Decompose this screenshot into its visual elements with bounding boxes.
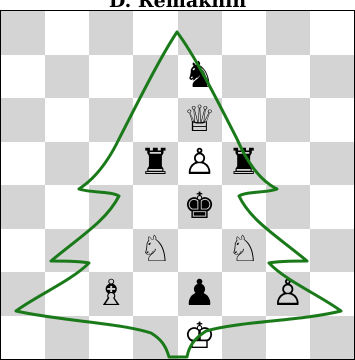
square-b5[interactable]: [45, 142, 89, 186]
square-d1[interactable]: [133, 316, 177, 360]
square-b8[interactable]: [45, 11, 89, 55]
black-rook-icon[interactable]: ♜: [139, 145, 171, 181]
chessboard-frame: ♞ ♕ ♜ ♙ ♜ ♚ ♘ ♘ ♗ ♟ ♙ ♔: [0, 10, 355, 360]
white-king-icon[interactable]: ♔: [183, 319, 215, 355]
square-b1[interactable]: [45, 316, 89, 360]
square-d7[interactable]: [133, 55, 177, 99]
square-a8[interactable]: [1, 11, 45, 55]
square-h6[interactable]: [310, 98, 354, 142]
square-g5[interactable]: [266, 142, 310, 186]
square-g2[interactable]: ♙: [266, 272, 310, 316]
white-knight-icon[interactable]: ♘: [139, 232, 171, 268]
square-f3[interactable]: ♘: [222, 229, 266, 273]
square-c4[interactable]: [89, 185, 133, 229]
square-c3[interactable]: [89, 229, 133, 273]
square-b3[interactable]: [45, 229, 89, 273]
square-a6[interactable]: [1, 98, 45, 142]
square-h5[interactable]: [310, 142, 354, 186]
black-rook-icon[interactable]: ♜: [228, 145, 260, 181]
square-a3[interactable]: [1, 229, 45, 273]
white-knight-icon[interactable]: ♘: [228, 232, 260, 268]
square-a4[interactable]: [1, 185, 45, 229]
square-a7[interactable]: [1, 55, 45, 99]
white-queen-icon[interactable]: ♕: [183, 102, 215, 138]
white-pawn-icon[interactable]: ♙: [183, 145, 215, 181]
square-e7[interactable]: ♞: [178, 55, 222, 99]
square-f4[interactable]: [222, 185, 266, 229]
square-d4[interactable]: [133, 185, 177, 229]
chessboard: ♞ ♕ ♜ ♙ ♜ ♚ ♘ ♘ ♗ ♟ ♙ ♔: [1, 11, 354, 359]
square-c7[interactable]: [89, 55, 133, 99]
square-g1[interactable]: [266, 316, 310, 360]
square-h7[interactable]: [310, 55, 354, 99]
square-b6[interactable]: [45, 98, 89, 142]
white-bishop-icon[interactable]: ♗: [95, 276, 127, 312]
square-d5[interactable]: ♜: [133, 142, 177, 186]
square-h8[interactable]: [310, 11, 354, 55]
square-f8[interactable]: [222, 11, 266, 55]
square-e1[interactable]: ♔: [178, 316, 222, 360]
square-f1[interactable]: [222, 316, 266, 360]
black-pawn-icon[interactable]: ♟: [183, 276, 215, 312]
square-e2[interactable]: ♟: [178, 272, 222, 316]
square-c5[interactable]: [89, 142, 133, 186]
square-g4[interactable]: [266, 185, 310, 229]
square-b2[interactable]: [45, 272, 89, 316]
square-d3[interactable]: ♘: [133, 229, 177, 273]
square-a1[interactable]: [1, 316, 45, 360]
square-d6[interactable]: [133, 98, 177, 142]
black-king-icon[interactable]: ♚: [183, 189, 215, 225]
square-g6[interactable]: [266, 98, 310, 142]
square-e6[interactable]: ♕: [178, 98, 222, 142]
square-f7[interactable]: [222, 55, 266, 99]
square-b4[interactable]: [45, 185, 89, 229]
black-knight-icon[interactable]: ♞: [183, 58, 215, 94]
square-e3[interactable]: [178, 229, 222, 273]
square-d2[interactable]: [133, 272, 177, 316]
square-f5[interactable]: ♜: [222, 142, 266, 186]
square-c2[interactable]: ♗: [89, 272, 133, 316]
square-c1[interactable]: [89, 316, 133, 360]
square-a5[interactable]: [1, 142, 45, 186]
square-g7[interactable]: [266, 55, 310, 99]
square-h1[interactable]: [310, 316, 354, 360]
square-e4[interactable]: ♚: [178, 185, 222, 229]
square-g8[interactable]: [266, 11, 310, 55]
square-c6[interactable]: [89, 98, 133, 142]
square-e8[interactable]: [178, 11, 222, 55]
square-h2[interactable]: [310, 272, 354, 316]
square-d8[interactable]: [133, 11, 177, 55]
square-e5[interactable]: ♙: [178, 142, 222, 186]
square-f2[interactable]: [222, 272, 266, 316]
square-f6[interactable]: [222, 98, 266, 142]
white-pawn-icon[interactable]: ♙: [272, 276, 304, 312]
square-h3[interactable]: [310, 229, 354, 273]
square-h4[interactable]: [310, 185, 354, 229]
square-g3[interactable]: [266, 229, 310, 273]
square-a2[interactable]: [1, 272, 45, 316]
square-c8[interactable]: [89, 11, 133, 55]
square-b7[interactable]: [45, 55, 89, 99]
